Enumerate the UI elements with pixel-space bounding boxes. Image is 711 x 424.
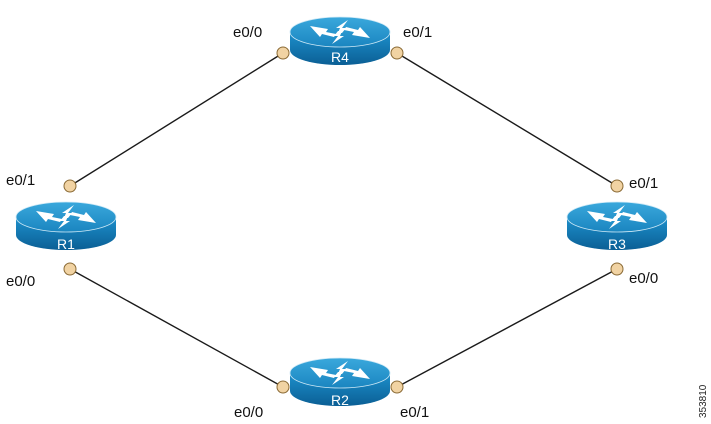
- port-label-r2-left: e0/0: [234, 404, 263, 421]
- port-r2-e0-0[interactable]: [276, 380, 290, 394]
- port-label-r1-top: e0/1: [6, 172, 35, 189]
- link-r4-r1: [69, 52, 284, 187]
- port-r1-e0-0[interactable]: [63, 262, 77, 276]
- router-label-r3: R3: [608, 236, 626, 252]
- port-r3-e0-1[interactable]: [610, 179, 624, 193]
- port-r1-e0-1[interactable]: [63, 179, 77, 193]
- router-r4[interactable]: R4: [289, 16, 391, 66]
- port-r4-e0-0[interactable]: [276, 46, 290, 60]
- router-r3[interactable]: R3: [566, 201, 668, 252]
- port-label-r3-top: e0/1: [629, 175, 658, 192]
- port-r2-e0-1[interactable]: [390, 380, 404, 394]
- port-r3-e0-0[interactable]: [610, 262, 624, 276]
- router-label-r2: R2: [331, 392, 349, 408]
- port-r4-e0-1[interactable]: [390, 46, 404, 60]
- link-r4-r3: [396, 52, 618, 187]
- port-label-r2-right: e0/1: [400, 404, 429, 421]
- router-label-r1: R1: [57, 236, 75, 252]
- port-label-r3-bottom: e0/0: [629, 270, 658, 287]
- figure-id: 353810: [698, 384, 709, 418]
- router-label-r4: R4: [331, 49, 349, 65]
- router-r2[interactable]: R2: [289, 357, 391, 408]
- router-r1[interactable]: R1: [15, 201, 117, 252]
- port-label-r4-right: e0/1: [403, 24, 432, 41]
- link-r1-r2: [69, 268, 284, 388]
- port-label-r1-bottom: e0/0: [6, 273, 35, 290]
- port-label-r4-left: e0/0: [233, 24, 262, 41]
- link-r3-r2: [396, 268, 618, 388]
